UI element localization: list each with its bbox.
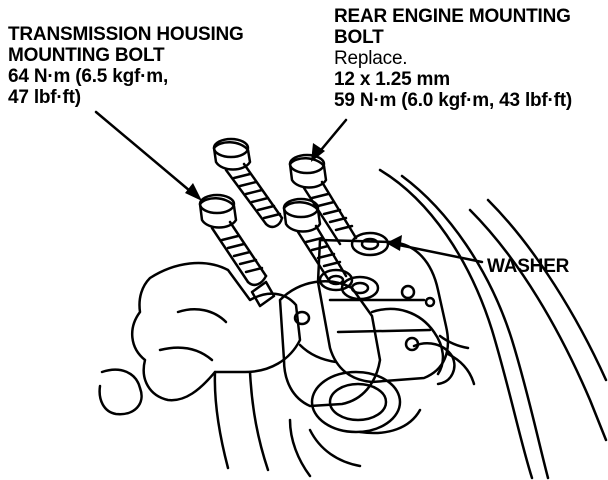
rear-bolt-title-1: REAR ENGINE MOUNTING: [334, 6, 571, 27]
rear-mount-bracket: [316, 238, 476, 386]
rear-engine-bolt-callout: REAR ENGINE MOUNTING BOLT Replace. 12 x …: [334, 6, 572, 111]
rear-bolt-arrowhead: [311, 143, 325, 162]
rear-bolt-size: 12 x 1.25 mm: [334, 69, 450, 90]
transmission-bolt-lower: [198, 193, 268, 287]
transmission-bolt-torque-2: 47 lbf·ft): [8, 87, 81, 108]
washer-leader: [392, 242, 484, 264]
transmission-bolt-callout: TRANSMISSION HOUSING MOUNTING BOLT 64 N·…: [8, 24, 244, 108]
washer-arrowhead: [386, 235, 402, 251]
transmission-bolt-torque-1: 64 N·m (6.5 kgf·m,: [8, 66, 169, 87]
transmission-bolt-upper: [212, 137, 284, 229]
transmission-bolt-title-1: TRANSMISSION HOUSING: [8, 24, 244, 45]
transmission-boss: [278, 280, 422, 478]
transmission-bolt-leader: [94, 110, 198, 198]
transmission-bolt-arrowhead: [185, 183, 202, 201]
washer-label: WASHER: [487, 256, 570, 277]
rear-bolt-title-2: BOLT: [334, 27, 384, 48]
rear-bolt-torque: 59 N·m (6.0 kgf·m, 43 lbf·ft): [334, 90, 573, 111]
rear-bolt-replace-note: Replace.: [334, 48, 408, 69]
transmission-bolt-title-2: MOUNTING BOLT: [8, 45, 165, 66]
frame-rail: [378, 168, 608, 480]
rear-mount-bolt-lower: [282, 197, 348, 284]
rear-mount-bolt-upper: [288, 153, 358, 246]
transmission-housing: [98, 261, 311, 472]
